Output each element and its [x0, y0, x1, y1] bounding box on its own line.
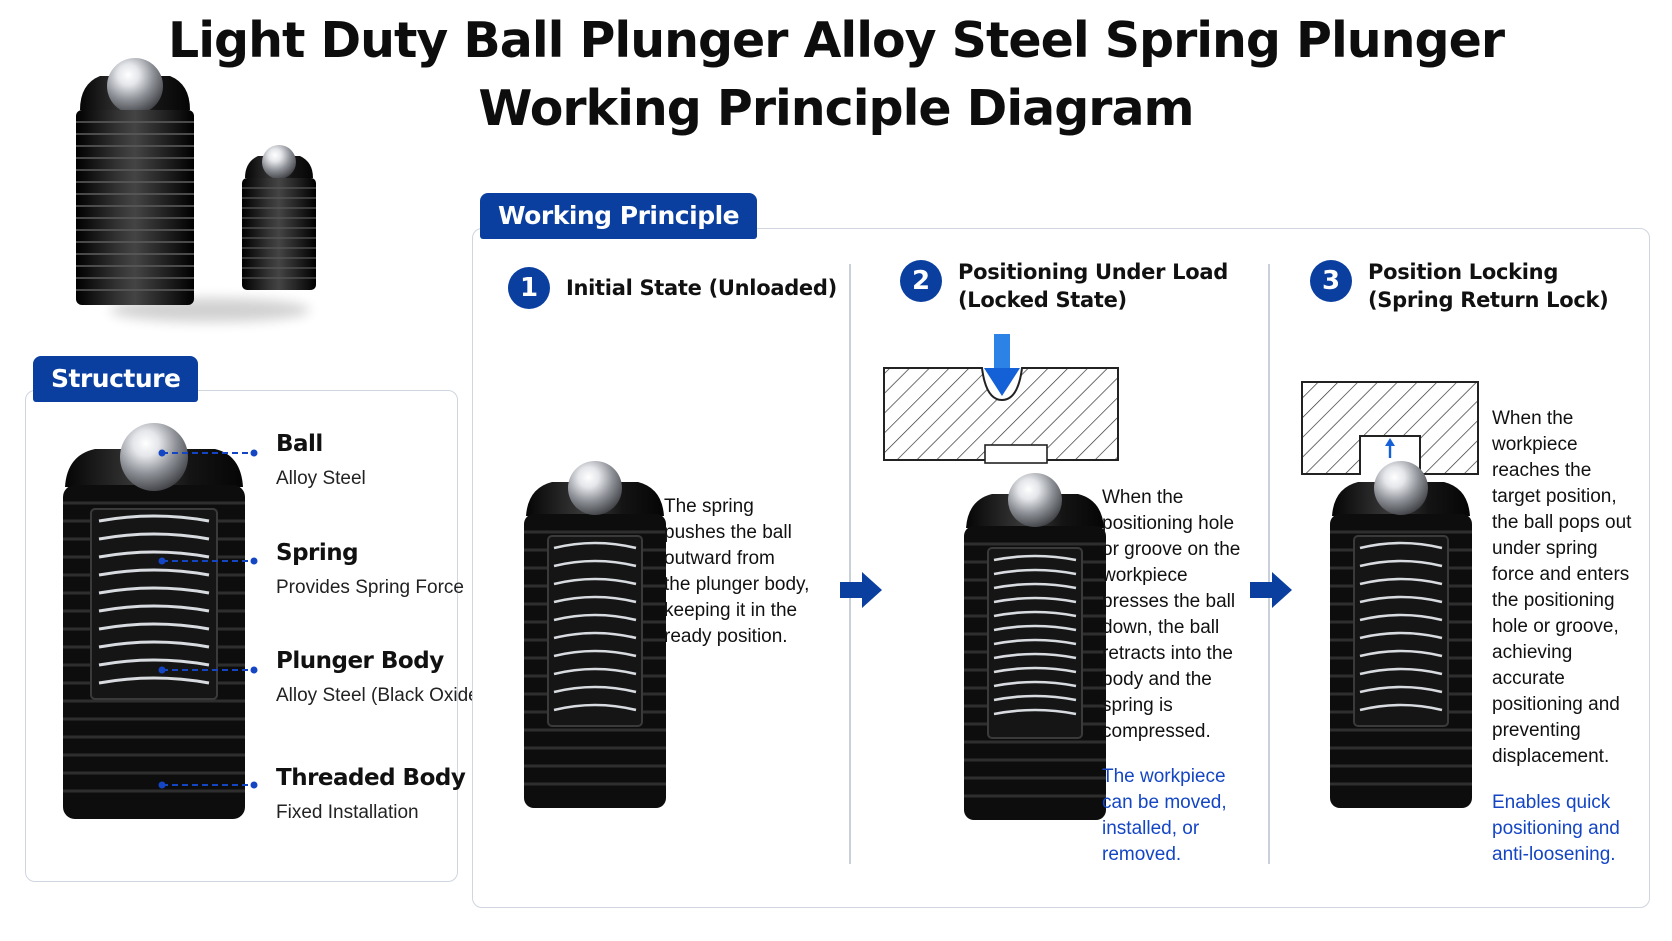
step-2-desc-line: spring is	[1102, 695, 1173, 716]
step-2-note-line: removed.	[1102, 844, 1182, 865]
part-spring-name: Spring	[276, 540, 359, 566]
step-2-spring	[993, 554, 1077, 716]
step-1-desc-line: keeping it in the	[664, 600, 798, 621]
up-arrow-icon	[1385, 438, 1395, 458]
structure-spring	[98, 514, 210, 685]
step-2-note-line: installed, or	[1102, 818, 1200, 839]
down-arrow-icon	[984, 334, 1020, 396]
step-divider-2	[1268, 264, 1270, 864]
part-ball-detail: Alloy Steel	[276, 468, 366, 489]
step-2-title-line1: Positioning Under Load	[958, 260, 1228, 284]
step-1-desc-line: ready position.	[664, 626, 788, 647]
large-plunger-image	[76, 58, 194, 305]
step-2-ball	[1008, 473, 1062, 527]
step-3-spring	[1359, 541, 1443, 712]
step-1-number: 1	[508, 267, 550, 309]
step-2-number: 2	[900, 260, 942, 302]
step-3-desc-line: accurate	[1492, 668, 1565, 689]
step-3-desc-line: displacement.	[1492, 746, 1610, 767]
part-plunger-body-detail: Alloy Steel (Black Oxide)	[276, 685, 486, 706]
step-1-desc-line: The spring	[664, 496, 754, 517]
step-3-workpiece	[1301, 381, 1479, 475]
step-3-description: When the workpiece reaches the target po…	[1492, 406, 1652, 770]
step-1-ball	[568, 461, 622, 515]
structure-plunger-diagram	[63, 423, 245, 819]
structure-ball	[120, 423, 188, 491]
structure-heading: Structure	[33, 356, 199, 402]
step-3-note-line: positioning and	[1492, 818, 1620, 839]
step-2-plunger-diagram	[964, 473, 1106, 820]
step-2-workpiece	[883, 334, 1119, 464]
structure-leader-lines	[158, 449, 258, 789]
step-3-desc-line: reaches the	[1492, 460, 1592, 481]
step-2-desc-line: retracts into the	[1102, 643, 1233, 664]
step-3-number: 3	[1310, 260, 1352, 302]
part-threaded-body-name: Threaded Body	[276, 765, 466, 791]
step-2-desc-line: compressed.	[1102, 721, 1211, 742]
step-2-desc-line: presses the ball	[1102, 591, 1236, 612]
page-title-line1: Light Duty Ball Plunger Alloy Steel Spri…	[167, 12, 1505, 69]
working-principle-heading: Working Principle	[480, 193, 758, 239]
arrow-right-icon	[840, 572, 882, 608]
step-3-title-line2: (Spring Return Lock)	[1368, 288, 1609, 312]
step-3-desc-line: target position,	[1492, 486, 1617, 507]
part-spring-detail: Provides Spring Force	[276, 577, 464, 598]
step-2-note-line: The workpiece	[1102, 766, 1226, 787]
step-3-title-line1: Position Locking	[1368, 260, 1559, 284]
step-2-desc-line: positioning hole	[1102, 513, 1235, 534]
step-divider-1	[849, 264, 851, 864]
part-threaded-body-detail: Fixed Installation	[276, 802, 419, 823]
step-3-desc-line: achieving	[1492, 642, 1573, 663]
step-1-description: The spring pushes the ball outward from …	[664, 494, 839, 650]
step-3-note: Enables quick positioning and anti-loose…	[1492, 790, 1652, 868]
step-2-note-line: can be moved,	[1102, 792, 1227, 813]
step-3-desc-line: force and enters	[1492, 564, 1630, 585]
step-1-desc-line: outward from	[664, 548, 775, 569]
step-3-ball	[1374, 461, 1428, 515]
part-ball-name: Ball	[276, 431, 323, 457]
step-3-desc-line: preventing	[1492, 720, 1581, 741]
step-1-spring	[553, 541, 637, 712]
step-2-desc-line: When the	[1102, 487, 1184, 508]
step-3-note-line: Enables quick	[1492, 792, 1611, 813]
small-plunger-image	[242, 145, 316, 290]
step-2-desc-line: body and the	[1102, 669, 1212, 690]
step-3-desc-line: under spring	[1492, 538, 1598, 559]
step-2-desc-line: down, the ball	[1102, 617, 1220, 638]
step-3-desc-line: the ball pops out	[1492, 512, 1632, 533]
arrow-right-icon	[1250, 572, 1292, 608]
step-3-desc-line: hole or groove,	[1492, 616, 1619, 637]
step-1-desc-line: the plunger body,	[664, 574, 810, 595]
part-plunger-body-name: Plunger Body	[276, 648, 444, 674]
step-2-title-line2: (Locked State)	[958, 288, 1127, 312]
step-1-title: Initial State (Unloaded)	[566, 276, 837, 300]
step-2-note: The workpiece can be moved, installed, o…	[1102, 764, 1262, 868]
step-2-desc-line: or groove on the	[1102, 539, 1241, 560]
page-title-line2: Working Principle Diagram	[478, 80, 1194, 137]
step-2-desc-line: workpiece	[1102, 565, 1188, 586]
step-2-description: When the positioning hole or groove on t…	[1102, 485, 1262, 745]
step-1-desc-line: pushes the ball	[664, 522, 792, 543]
step-3-note-line: anti-loosening.	[1492, 844, 1616, 865]
step-3-plunger-diagram	[1330, 461, 1472, 808]
step-3-desc-line: When the	[1492, 408, 1574, 429]
step-3-desc-line: the positioning	[1492, 590, 1615, 611]
product-photo	[76, 58, 316, 322]
step-3-desc-line: workpiece	[1492, 434, 1578, 455]
step-1-plunger-diagram	[524, 461, 666, 808]
step-3-desc-line: positioning and	[1492, 694, 1620, 715]
